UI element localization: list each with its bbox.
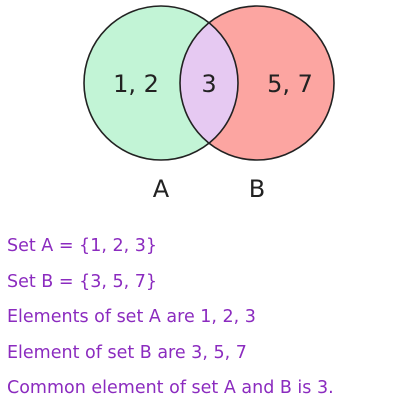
set-b-only-elements: 5, 7 [267, 70, 313, 98]
set-a-only-elements: 1, 2 [113, 70, 159, 98]
set-a-label: A [153, 175, 170, 203]
set-b-label: B [249, 175, 265, 203]
set-a-elements-statement: Elements of set A are 1, 2, 3 [7, 307, 256, 327]
set-a-definition: Set A = {1, 2, 3} [7, 236, 157, 256]
set-a-outline [83, 5, 239, 161]
set-b-definition: Set B = {3, 5, 7} [7, 271, 158, 292]
common-element-statement: Common element of set A and B is 3. [7, 378, 334, 398]
set-b-elements-statement: Element of set B are 3, 5, 7 [7, 342, 247, 363]
intersection-elements: 3 [201, 70, 216, 98]
description-lines: Set A = {1, 2, 3} Set B = {3, 5, 7} Elem… [7, 229, 334, 407]
venn-diagram: 1, 2 3 5, 7 A B [83, 5, 335, 203]
set-b-outline [179, 5, 335, 161]
intersection-region [180, 6, 238, 160]
